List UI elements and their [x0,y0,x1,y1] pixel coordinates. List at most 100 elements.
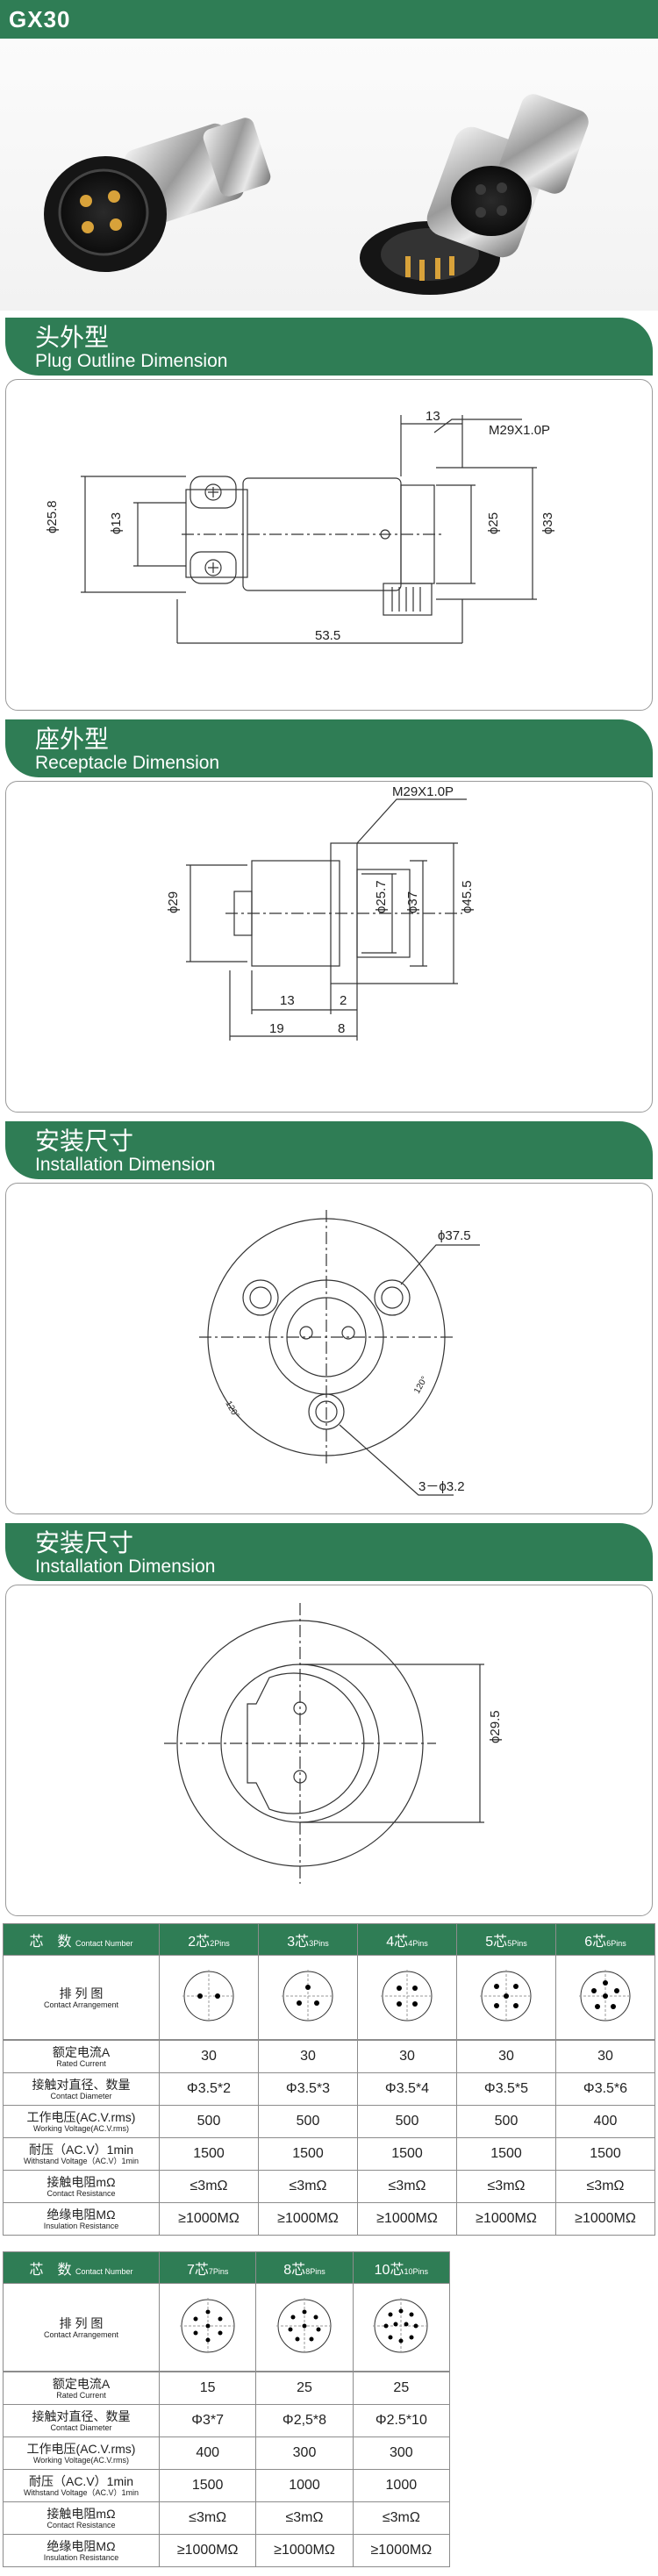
header-col: 4芯4Pins [357,1923,457,1956]
right-connector-image [360,94,589,295]
dim-w8: 8 [338,1021,345,1036]
arrangement-4pin [357,1955,457,2040]
arrangement-7pin [158,2283,257,2372]
spec-value: ≥1000MΩ [357,2202,457,2236]
installation-drawing-panel-2: ϕ29.5 [5,1585,653,1916]
dim-375: ϕ37.5 [438,1228,471,1243]
table-header-row: 芯 数 Contact Number 7芯7Pins 8芯8Pins 10芯10… [3,2251,451,2284]
spec-row: 工作电压(AC.V.rms)Working Voltage(AC.V.rms)5… [3,2105,655,2138]
left-connector-image [44,118,271,272]
dim-w19: 19 [269,1021,284,1036]
page-title: GX30 [9,5,71,32]
connector-photo-illustration [44,94,589,295]
angle-2: 120° [412,1375,430,1395]
spec-value: ≥1000MΩ [258,2202,358,2236]
header-col: 6芯6Pins [555,1923,655,1956]
table-header-row: 芯 数 Contact Number 2芯2Pins 3芯3Pins 4芯4Pi… [3,1923,655,1956]
spec-value: Φ3*7 [158,2404,257,2437]
spec-value: 500 [258,2105,358,2138]
section-header-installation-1: 安装尺寸 Installation Dimension [5,1121,653,1179]
dim-13-dia: ϕ13 [109,512,124,534]
spec-value: ≤3mΩ [158,2501,257,2535]
spec-value: 15 [158,2372,257,2405]
header-col: 2芯2Pins [159,1923,259,1956]
spec-value: 500 [159,2105,259,2138]
spec-value: 300 [255,2436,354,2470]
spec-value: 1000 [255,2469,354,2502]
dim-25: ϕ25 [486,512,501,534]
spec-value: 1500 [357,2137,457,2171]
spec-value: 1500 [258,2137,358,2171]
header-col: 7芯7Pins [158,2251,257,2284]
arrangement-8pin [255,2283,354,2372]
row-label: 工作电压(AC.V.rms)Working Voltage(AC.V.rms) [3,2105,160,2138]
section-title-en: Receptacle Dimension [35,753,220,773]
thread-label: M29X1.0P [392,784,454,799]
spec-value: ≤3mΩ [555,2170,655,2203]
spec-value: ≥1000MΩ [555,2202,655,2236]
spec-value: ≥1000MΩ [456,2202,556,2236]
thread-label: M29X1.0P [489,423,550,438]
section-title-cn: 安装尺寸 [35,1529,134,1556]
spec-value: ≤3mΩ [159,2170,259,2203]
spec-value: 25 [352,2372,451,2405]
spec-value: Φ3.5*4 [357,2072,457,2106]
spec-table-2: 芯 数 Contact Number 7芯7Pins 8芯8Pins 10芯10… [3,2251,451,2372]
section-title-cn: 头外型 [35,324,110,351]
spec-value: Φ3.5*6 [555,2072,655,2106]
dim-257: ϕ25.7 [374,880,389,913]
dim-w2: 2 [340,993,347,1008]
section-title-en: Plug Outline Dimension [35,351,228,371]
spec-value: 30 [159,2040,259,2073]
product-photo [0,39,658,311]
section-header-installation-2: 安装尺寸 Installation Dimension [5,1523,653,1581]
spec-value: ≤3mΩ [255,2501,354,2535]
header-col: 10芯10Pins [352,2251,451,2284]
holes-label: 3－ϕ3.2 [418,1479,465,1494]
arrangement-3pin [258,1955,358,2040]
section-header-plug: 头外型 Plug Outline Dimension [5,318,653,376]
spec-value: 1500 [456,2137,556,2171]
spec-value: 500 [357,2105,457,2138]
arrangement-6pin [555,1955,655,2040]
spec-value: ≤3mΩ [258,2170,358,2203]
installation-drawing-panel-1: 120° 120° ϕ37.5 3－ϕ3.2 [5,1183,653,1514]
spec-value: Φ2,5*8 [255,2404,354,2437]
spec-value: ≥1000MΩ [159,2202,259,2236]
spec-value: Φ3.5*2 [159,2072,259,2106]
spec-value: 30 [456,2040,556,2073]
dim-295: ϕ29.5 [488,1710,503,1743]
dim-29: ϕ29 [166,891,181,913]
spec-value: 25 [255,2372,354,2405]
spec-value: ≥1000MΩ [352,2534,451,2567]
spec-value: 300 [352,2436,451,2470]
spec-value: 30 [357,2040,457,2073]
header-contact-number: 芯 数 Contact Number [3,1923,160,1956]
spec-value: 1000 [352,2469,451,2502]
spec-value: Φ3.5*5 [456,2072,556,2106]
section-title-en: Installation Dimension [35,1155,216,1175]
title-bar: GX30 [0,0,658,39]
dim-length: 53.5 [315,628,340,643]
header-col: 8芯8Pins [255,2251,354,2284]
spec-value: ≥1000MΩ [158,2534,257,2567]
arrangement-5pin [456,1955,556,2040]
plug-outline-drawing: ϕ25.8 ϕ13 ϕ25 ϕ33 53.5 13 M29X1.0P [45,409,555,644]
